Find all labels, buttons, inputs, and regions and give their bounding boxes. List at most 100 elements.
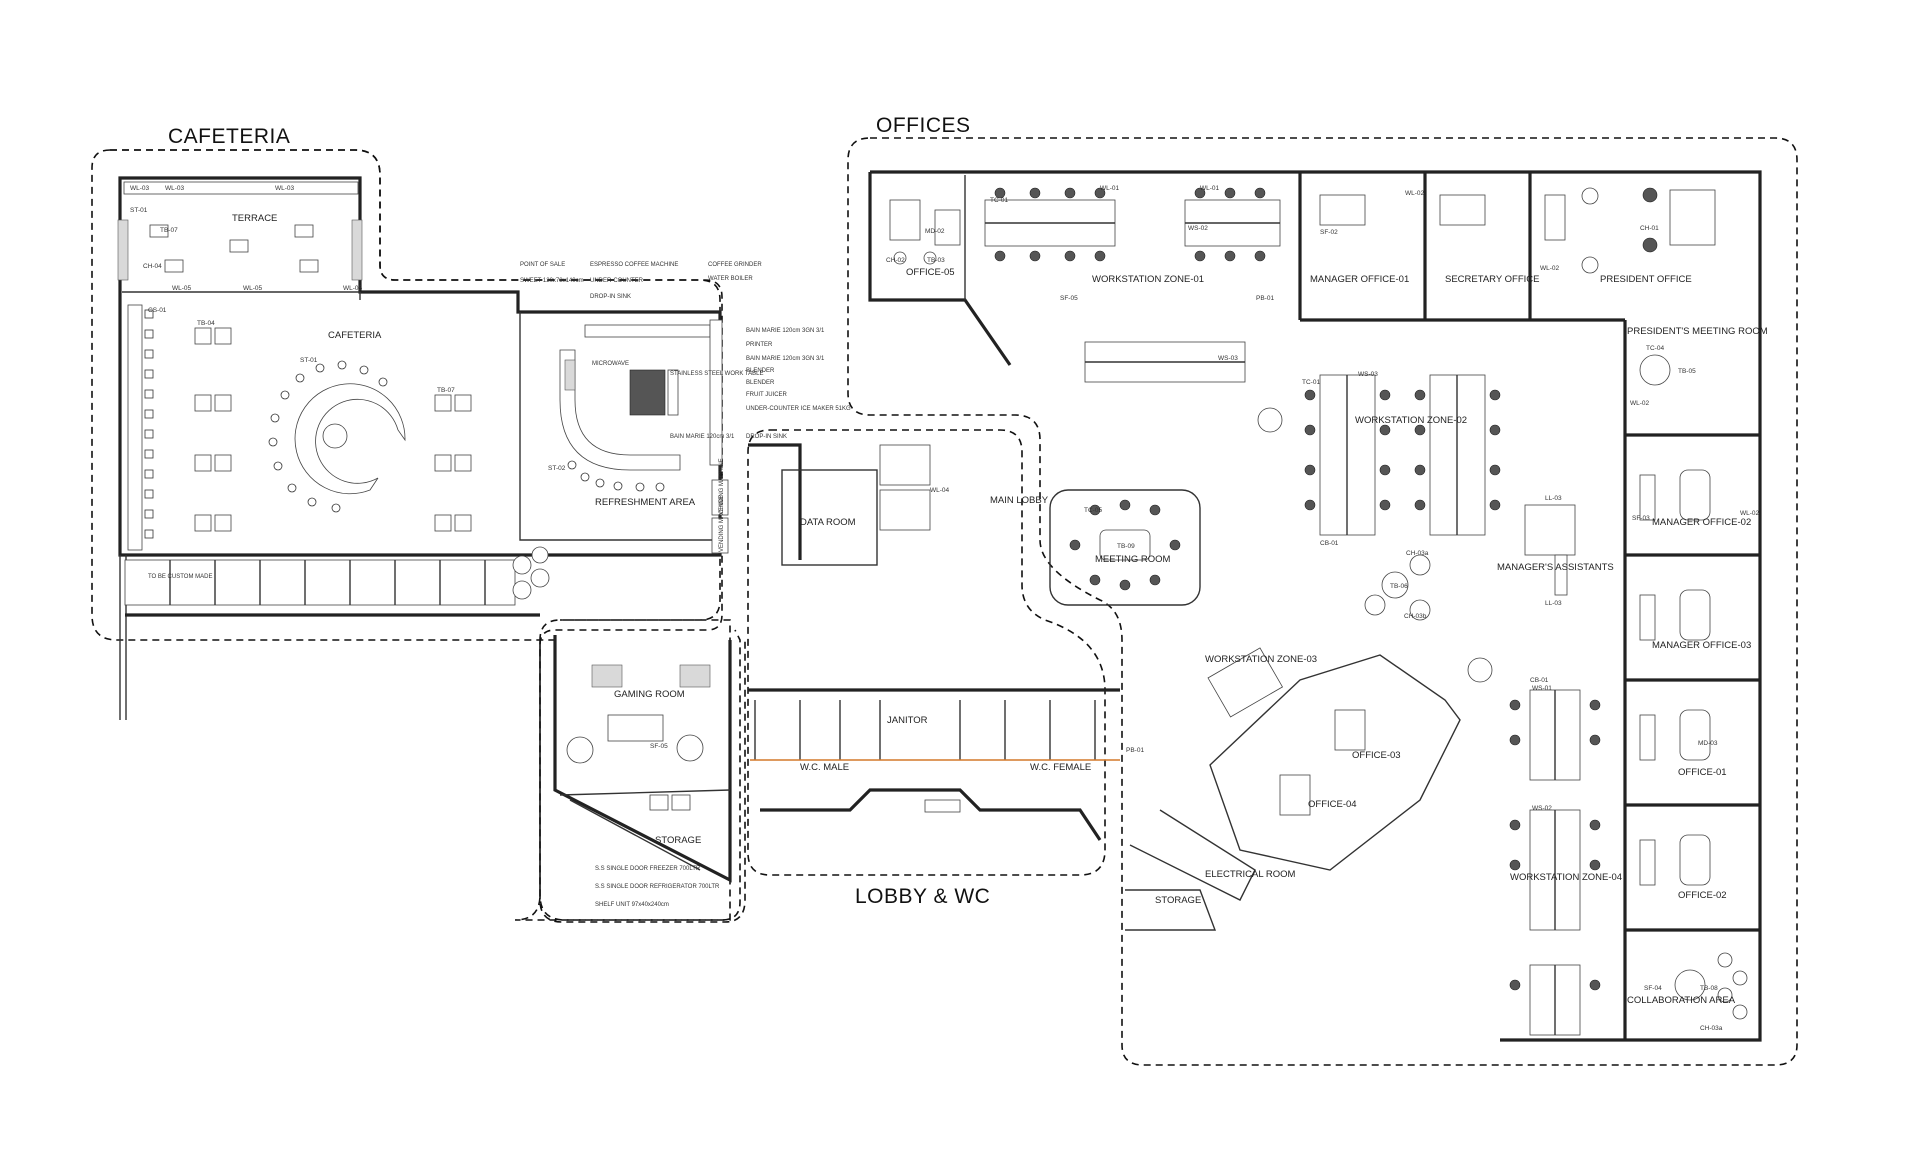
tag-tc01: TC-01 bbox=[990, 197, 1008, 204]
tag-ch02: CH-02 bbox=[886, 257, 905, 264]
tag-sf05-game: SF-05 bbox=[650, 743, 668, 750]
tag-ws02: WS-02 bbox=[1188, 225, 1208, 232]
tag-wl03-3: WL-03 bbox=[275, 185, 295, 192]
cafeteria-zone-outline-main bbox=[91, 149, 741, 921]
note-point-of-sale: POINT OF SALE bbox=[520, 262, 565, 268]
tag-wl03: WL-03 bbox=[130, 185, 150, 192]
tag-ws02-2: WS-02 bbox=[1532, 805, 1552, 812]
zone-title-lobby-wc: LOBBY & WC bbox=[855, 885, 990, 908]
tag-sf04: SF-04 bbox=[1644, 985, 1662, 992]
note-drop-in-sink-2: DROP-IN SINK bbox=[746, 434, 787, 440]
room-office-02: OFFICE-02 bbox=[1678, 890, 1727, 901]
note-espresso: ESPRESSO COFFEE MACHINE bbox=[590, 262, 678, 268]
room-manager-office-02: MANAGER OFFICE-02 bbox=[1652, 517, 1751, 528]
tag-st01-2: ST-01 bbox=[300, 357, 318, 364]
note-bain-marie-1: BAIN MARIE 120cm 3GN 3/1 bbox=[746, 328, 825, 334]
room-storage-right: STORAGE bbox=[1155, 895, 1201, 906]
note-custom-made: TO BE CUSTOM MADE bbox=[148, 574, 212, 580]
room-workstation-zone-04: WORKSTATION ZONE-04 bbox=[1510, 872, 1622, 883]
zone-title-offices: OFFICES bbox=[876, 114, 971, 137]
tag-pb01: PB-01 bbox=[1256, 295, 1274, 302]
tag-tc04: TC-04 bbox=[1646, 345, 1664, 352]
tag-st02: ST-02 bbox=[548, 465, 566, 472]
room-electrical-room: ELECTRICAL ROOM bbox=[1205, 869, 1296, 880]
note-bain-marie-3: BAIN MARIE 120cm 3/1 bbox=[670, 434, 735, 440]
tag-sf03: SF-03 bbox=[1632, 515, 1650, 522]
tag-ws01: WS-01 bbox=[1532, 685, 1552, 692]
note-microwave: MICROWAVE bbox=[592, 361, 629, 367]
tag-ch04: CH-04 bbox=[143, 263, 162, 270]
note-work-table: STAINLESS STEEL WORK TABLE bbox=[670, 371, 763, 377]
room-manager-office-03: MANAGER OFFICE-03 bbox=[1652, 640, 1751, 651]
tag-cb01: CB-01 bbox=[1320, 540, 1339, 547]
room-wc-male: W.C. MALE bbox=[800, 762, 849, 773]
note-coffee-grinder: COFFEE GRINDER bbox=[708, 262, 762, 268]
tag-sf05: SF-05 bbox=[1060, 295, 1078, 302]
room-collaboration-area: COLLABORATION AREA bbox=[1627, 995, 1736, 1006]
room-workstation-zone-01: WORKSTATION ZONE-01 bbox=[1092, 274, 1204, 285]
tag-tb08: TB-08 bbox=[1700, 985, 1718, 992]
tag-ws03-2: WS-03 bbox=[1358, 371, 1378, 378]
tag-tc05: TC-05 bbox=[1084, 507, 1102, 514]
refreshment-block: POINT OF SALE SWEET 120x78x140cm ESPRESS… bbox=[519, 262, 851, 554]
room-office-05: OFFICE-05 bbox=[906, 267, 955, 278]
tag-wl02-3: WL-02 bbox=[1630, 400, 1650, 407]
room-manager-office-01: MANAGER OFFICE-01 bbox=[1310, 274, 1409, 285]
tag-wl05-3: WL-05 bbox=[343, 285, 363, 292]
tag-ll03: LL-03 bbox=[1545, 495, 1562, 502]
lobby-block: DATA ROOM WL-04 MAIN LOBBY JANITOR W.C. … bbox=[748, 443, 1144, 841]
tag-tb09: TB-09 bbox=[1117, 543, 1135, 550]
note-shelf: SHELF UNIT 97x40x240cm bbox=[595, 902, 669, 908]
note-fruit-juicer: FRUIT JUICER bbox=[746, 392, 788, 398]
room-terrace: TERRACE bbox=[232, 213, 277, 224]
tag-tc01-2: TC-01 bbox=[1302, 379, 1320, 386]
tag-sf02: SF-02 bbox=[1320, 229, 1338, 236]
tag-ch01: CH-01 bbox=[1640, 225, 1659, 232]
room-office-01: OFFICE-01 bbox=[1678, 767, 1727, 778]
tag-wl01-2: WL-01 bbox=[1200, 185, 1220, 192]
tag-wl05-2: WL-05 bbox=[243, 285, 263, 292]
room-refreshment-area: REFRESHMENT AREA bbox=[595, 497, 696, 508]
note-drop-in-sink: DROP-IN SINK bbox=[590, 294, 631, 300]
room-office-04: OFFICE-04 bbox=[1308, 799, 1357, 810]
note-freezer: S.S SINGLE DOOR FREEZER 700LTR bbox=[595, 866, 701, 872]
tag-md03: MD-03 bbox=[1698, 740, 1718, 747]
note-bain-marie-2: BAIN MARIE 120cm 3GN 3/1 bbox=[746, 356, 825, 362]
note-printer: PRINTER bbox=[746, 342, 773, 348]
note-refrigerator: S.S SINGLE DOOR REFRIGERATOR 700LTR bbox=[595, 884, 720, 890]
room-president-office: PRESIDENT OFFICE bbox=[1600, 274, 1692, 285]
room-meeting-room: MEETING ROOM bbox=[1095, 554, 1171, 565]
offices-zone-outline bbox=[847, 137, 1798, 1066]
tag-cs01: CS-01 bbox=[148, 307, 167, 314]
note-blender-2: BLENDER bbox=[746, 380, 775, 386]
tag-tb07: TB-07 bbox=[160, 227, 178, 234]
room-presidents-meeting-room: PRESIDENT'S MEETING ROOM bbox=[1627, 326, 1768, 337]
tag-wl01: WL-01 bbox=[1100, 185, 1120, 192]
tag-tb05: TB-05 bbox=[1678, 368, 1696, 375]
note-under-counter: UNDER-COUNTER bbox=[590, 278, 644, 284]
note-vending-2: VENDING MACHINE bbox=[719, 495, 725, 552]
tag-ch03a-2: CH-03a bbox=[1700, 1025, 1723, 1032]
tag-wl05: WL-05 bbox=[172, 285, 192, 292]
gaming-block: GAMING ROOM SF-05 STORAGE S.S SINGLE DOO… bbox=[553, 635, 732, 908]
room-wc-female: W.C. FEMALE bbox=[1030, 762, 1091, 773]
room-workstation-zone-03: WORKSTATION ZONE-03 bbox=[1205, 654, 1317, 665]
tag-wl02-4: WL-02 bbox=[1740, 510, 1760, 517]
note-vending-1: VENDING MACHINE bbox=[719, 458, 725, 515]
tag-wl04: WL-04 bbox=[930, 487, 950, 494]
room-managers-assistants: MANAGER'S ASSISTANTS bbox=[1497, 562, 1614, 573]
tag-ws03: WS-03 bbox=[1218, 355, 1238, 362]
tag-tb07-2: TB-07 bbox=[437, 387, 455, 394]
tag-wl02-2: WL-02 bbox=[1540, 265, 1560, 272]
cafeteria-block: WL-03 WL-03 WL-03 ST-01 TB-07 CH-04 WL-0… bbox=[117, 176, 722, 720]
note-blender-1: BLENDER bbox=[746, 368, 775, 374]
offices-block: OFFICE-05 WORKSTATION ZONE-01 MANAGER OF… bbox=[868, 170, 1768, 1042]
tag-tb04: TB-04 bbox=[197, 320, 215, 327]
room-workstation-zone-02: WORKSTATION ZONE-02 bbox=[1355, 415, 1467, 426]
room-secretary-office: SECRETARY OFFICE bbox=[1445, 274, 1540, 285]
tag-wl03-2: WL-03 bbox=[165, 185, 185, 192]
tag-tb03: TB-03 bbox=[927, 257, 945, 264]
tag-cb01-2: CB-01 bbox=[1530, 677, 1549, 684]
tag-tb06: TB-06 bbox=[1390, 583, 1408, 590]
